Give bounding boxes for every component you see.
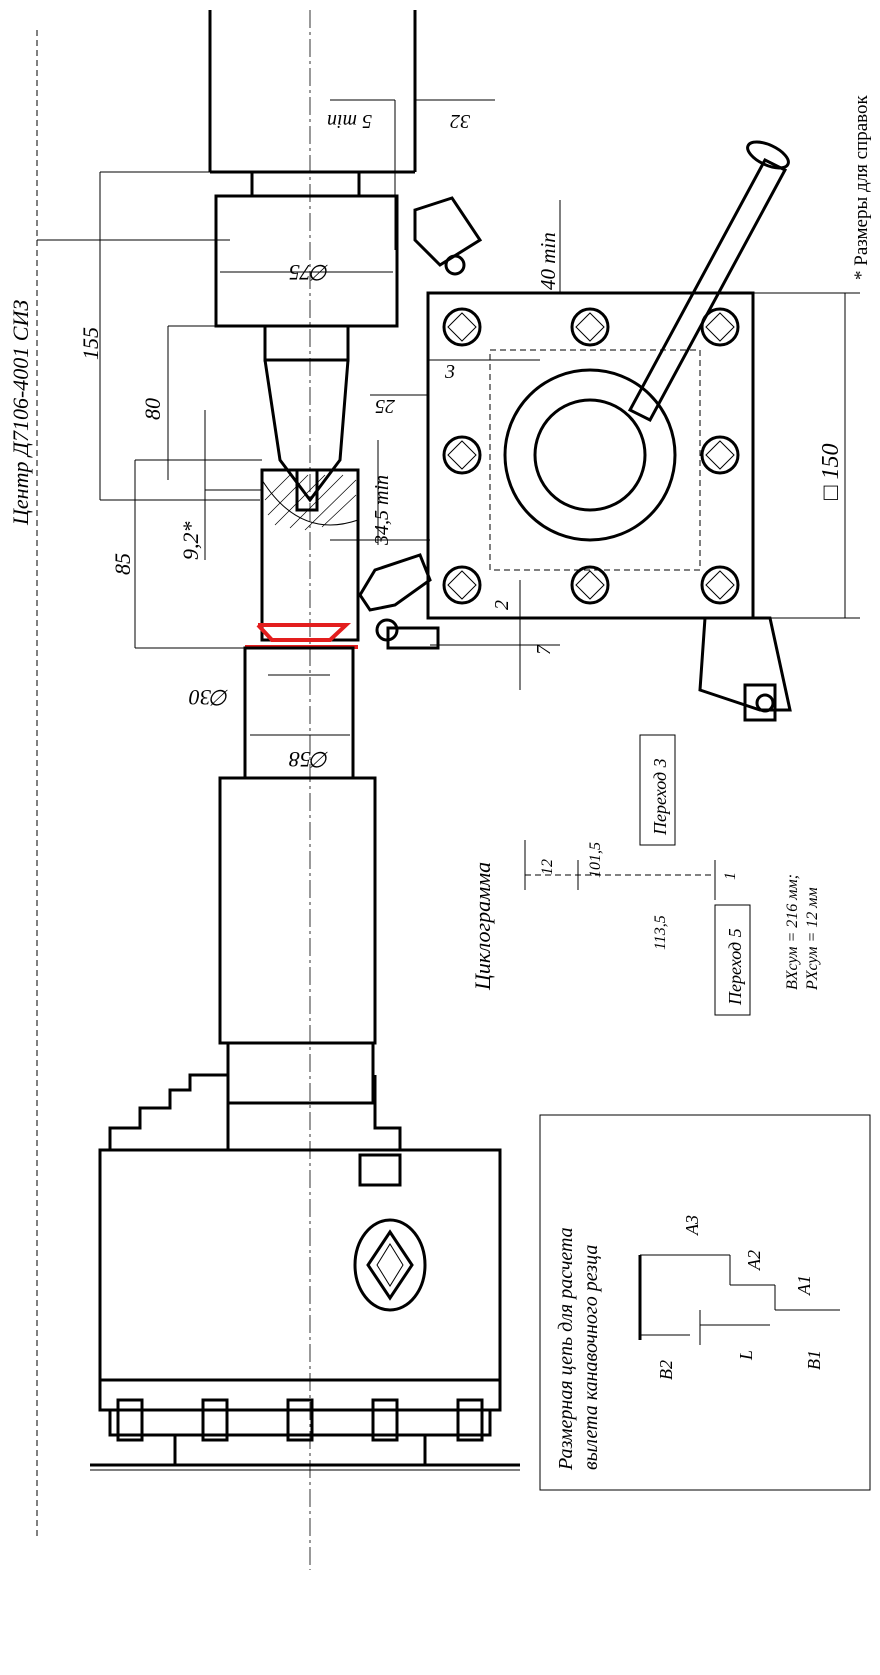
chain-L: L (736, 1350, 756, 1361)
cyc-1015: 101,5 (587, 842, 604, 878)
chain-B1: B1 (804, 1350, 824, 1370)
dim-85-text: 85 (110, 553, 135, 575)
dim-40min: 40 min (536, 200, 561, 293)
cyc-12: 12 (539, 859, 556, 875)
tool-post-screws (442, 307, 740, 605)
dimension-chain-box: Размерная цепь для расчета вылета канаво… (539, 1114, 871, 1491)
dim-3-text: 3 (444, 361, 455, 383)
center-title: Центр Д7106-4001 СИЗ (8, 300, 33, 526)
px-sum: PXсум = 12 мм (804, 887, 821, 991)
dim-80: 80 (140, 325, 265, 480)
dim-92-text: 9,2* (178, 522, 203, 561)
note-group: * Размеры для справок (851, 95, 872, 280)
dim-phi30-text: ∅30 (189, 685, 230, 710)
cyc-1135: 113,5 (652, 915, 669, 950)
chain-A3: A3 (682, 1215, 702, 1236)
spindle-neck (226, 1041, 375, 1105)
dim-phi75: ∅75 (220, 260, 393, 285)
dim-32: 32 (450, 110, 471, 132)
chain-A2: A2 (744, 1250, 764, 1271)
dim-40min-text: 40 min (536, 232, 560, 290)
center-title-group: Центр Д7106-4001 СИЗ (8, 300, 33, 526)
dim-85: 85 9,2* (110, 410, 262, 649)
dim-top: 5 min 32 (327, 99, 495, 250)
dim-155-text: 155 (78, 327, 103, 360)
dim-7-text: 7 (533, 644, 555, 655)
transition-5: Переход 5 (725, 928, 745, 1006)
dim-phi58-text: ∅58 (289, 747, 330, 772)
upper-cutter (413, 196, 483, 267)
dim-2-7: 2 7 (430, 580, 560, 690)
dim-345-text: 34,5 min (371, 475, 393, 546)
dim-345: 34,5 min (330, 440, 430, 546)
chain-title-1: Размерная цепь для расчета (555, 1227, 577, 1471)
bx-sum: BXсум = 216 мм; (784, 874, 801, 990)
chain-title-2: вылета канавочного резца (580, 1245, 602, 1470)
tool-post (358, 140, 792, 722)
grooving-tool (358, 553, 432, 612)
dim-5min: 5 min (327, 110, 372, 132)
cyclogram-title: Циклограмма (470, 862, 495, 991)
dim-2-text: 2 (491, 600, 513, 610)
dim-25-text: 25 (375, 395, 395, 417)
dim-150: □ 150 (753, 292, 860, 619)
dim-80-text: 80 (140, 398, 165, 420)
dim-25: 25 3 (370, 361, 455, 417)
chain-A1: A1 (794, 1275, 814, 1296)
dim-155: 155 (78, 171, 260, 501)
dim-150-text: □ 150 (818, 444, 844, 501)
chuck-bolts (116, 1398, 484, 1442)
shaft: ∅30 ∅58 (189, 646, 355, 780)
dim-phi75-text: ∅75 (289, 260, 330, 285)
chuck (90, 1073, 520, 1471)
cyc-1: 1 (722, 872, 739, 880)
chain-B2: B2 (656, 1360, 676, 1380)
note-text: * Размеры для справок (851, 95, 872, 280)
tailstock-quill (208, 10, 417, 503)
transition-3: Переход 3 (650, 758, 670, 836)
spindle-cylinder (218, 776, 377, 1045)
cyclogram: Циклограмма 12 101,5 113,5 1 Переход 3 П… (470, 734, 821, 1016)
